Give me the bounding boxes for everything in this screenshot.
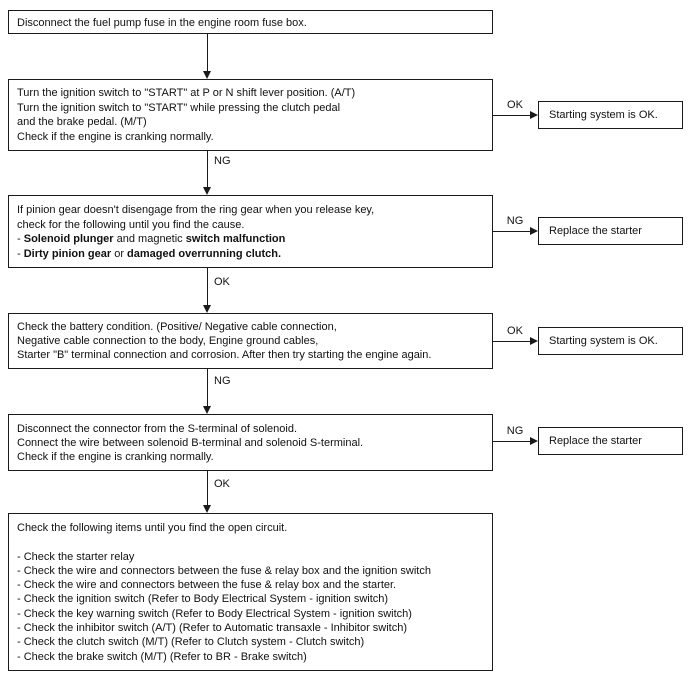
result-box-replace-starter: Replace the starter	[538, 217, 683, 245]
flow-step-box-3-pinion-gear: If pinion gear doesn't disengage from th…	[8, 195, 493, 268]
text-line: - Check the wire and connectors between …	[17, 564, 431, 577]
text-line: Check if the engine is cranking normally…	[17, 451, 214, 463]
text-line: and the brake pedal. (M/T)	[17, 116, 147, 128]
branch-line-step-3	[493, 231, 532, 232]
connector-line-5-6	[207, 471, 208, 506]
connector-label-ng: NG	[214, 155, 231, 167]
text-line: Turn the ignition switch to "START" whil…	[17, 101, 341, 114]
branch-label-ok: OK	[507, 99, 523, 111]
result-box-replace-starter: Replace the starter	[538, 427, 683, 455]
connector-line-1-2	[207, 34, 208, 72]
text-line: check for the following until you find t…	[17, 218, 245, 231]
connector-label-ok: OK	[214, 478, 230, 490]
branch-line-step-5	[493, 441, 532, 442]
connector-line-4-5	[207, 369, 208, 407]
text-line: Check if the engine is cranking normally…	[17, 130, 214, 143]
result-text: Replace the starter	[549, 225, 642, 237]
arrow-right-icon	[530, 437, 538, 445]
text-line: - Check the inhibitor switch (A/T) (Refe…	[17, 622, 408, 635]
text-line: - Check the key warning switch (Refer to…	[17, 607, 412, 620]
connector-line-2-3	[207, 151, 208, 188]
text-line: Turn the ignition switch to "START" at P…	[17, 87, 356, 99]
branch-label-ng: NG	[506, 425, 524, 437]
arrow-down-icon	[203, 505, 211, 513]
result-text: Starting system is OK.	[549, 109, 658, 121]
arrow-down-icon	[203, 71, 211, 79]
text-line: Check the battery condition. (Positive/ …	[17, 321, 337, 333]
arrow-down-icon	[203, 305, 211, 313]
text-line: - Check the brake switch (M/T) (Refer to…	[17, 650, 307, 663]
arrow-down-icon	[203, 406, 211, 414]
arrow-down-icon	[203, 187, 211, 195]
text-line: - Check the starter relay	[17, 550, 135, 563]
text-line: Negative cable connection to the body, E…	[17, 335, 319, 347]
connector-line-3-4	[207, 268, 208, 306]
flow-step-box-6-open-circuit: Check the following items until you find…	[8, 513, 493, 671]
connector-label-ng: NG	[214, 375, 231, 387]
arrow-right-icon	[530, 111, 538, 119]
text-line: - Check the ignition switch (Refer to Bo…	[17, 593, 389, 606]
branch-line-step-2	[493, 115, 532, 116]
arrow-right-icon	[530, 227, 538, 235]
text-line: - Check the clutch switch (M/T) (Refer t…	[17, 636, 365, 649]
branch-label-ok: OK	[507, 325, 523, 337]
text-line	[17, 535, 484, 549]
arrow-right-icon	[530, 337, 538, 345]
text-line: Starter "B" terminal connection and corr…	[17, 349, 432, 361]
text-line: - Dirty pinion gear or damaged overrunni…	[17, 247, 282, 260]
result-box-starting-system-ok: Starting system is OK.	[538, 101, 683, 129]
result-text: Starting system is OK.	[549, 335, 658, 347]
connector-label-ok: OK	[214, 276, 230, 288]
text-line: Disconnect the connector from the S-term…	[17, 423, 298, 435]
text-line: - Check the wire and connectors between …	[17, 579, 397, 592]
text-line: If pinion gear doesn't disengage from th…	[17, 204, 375, 216]
result-text: Replace the starter	[549, 435, 642, 447]
text-line: Check the following items until you find…	[17, 522, 288, 534]
text-line: Disconnect the fuel pump fuse in the eng…	[17, 17, 307, 29]
flow-step-box-1-fuel-pump-fuse: Disconnect the fuel pump fuse in the eng…	[8, 10, 493, 34]
text-line: - Solenoid plunger and magnetic switch m…	[17, 233, 286, 245]
result-box-starting-system-ok: Starting system is OK.	[538, 327, 683, 355]
text-line: Connect the wire between solenoid B-term…	[17, 437, 364, 449]
branch-label-ng: NG	[506, 215, 524, 227]
branch-line-step-4	[493, 341, 532, 342]
flow-step-box-2-ignition-start: Turn the ignition switch to "START" at P…	[8, 79, 493, 151]
flow-step-box-4-battery-condition: Check the battery condition. (Positive/ …	[8, 313, 493, 369]
flow-step-box-5-solenoid-terminal: Disconnect the connector from the S-term…	[8, 414, 493, 471]
